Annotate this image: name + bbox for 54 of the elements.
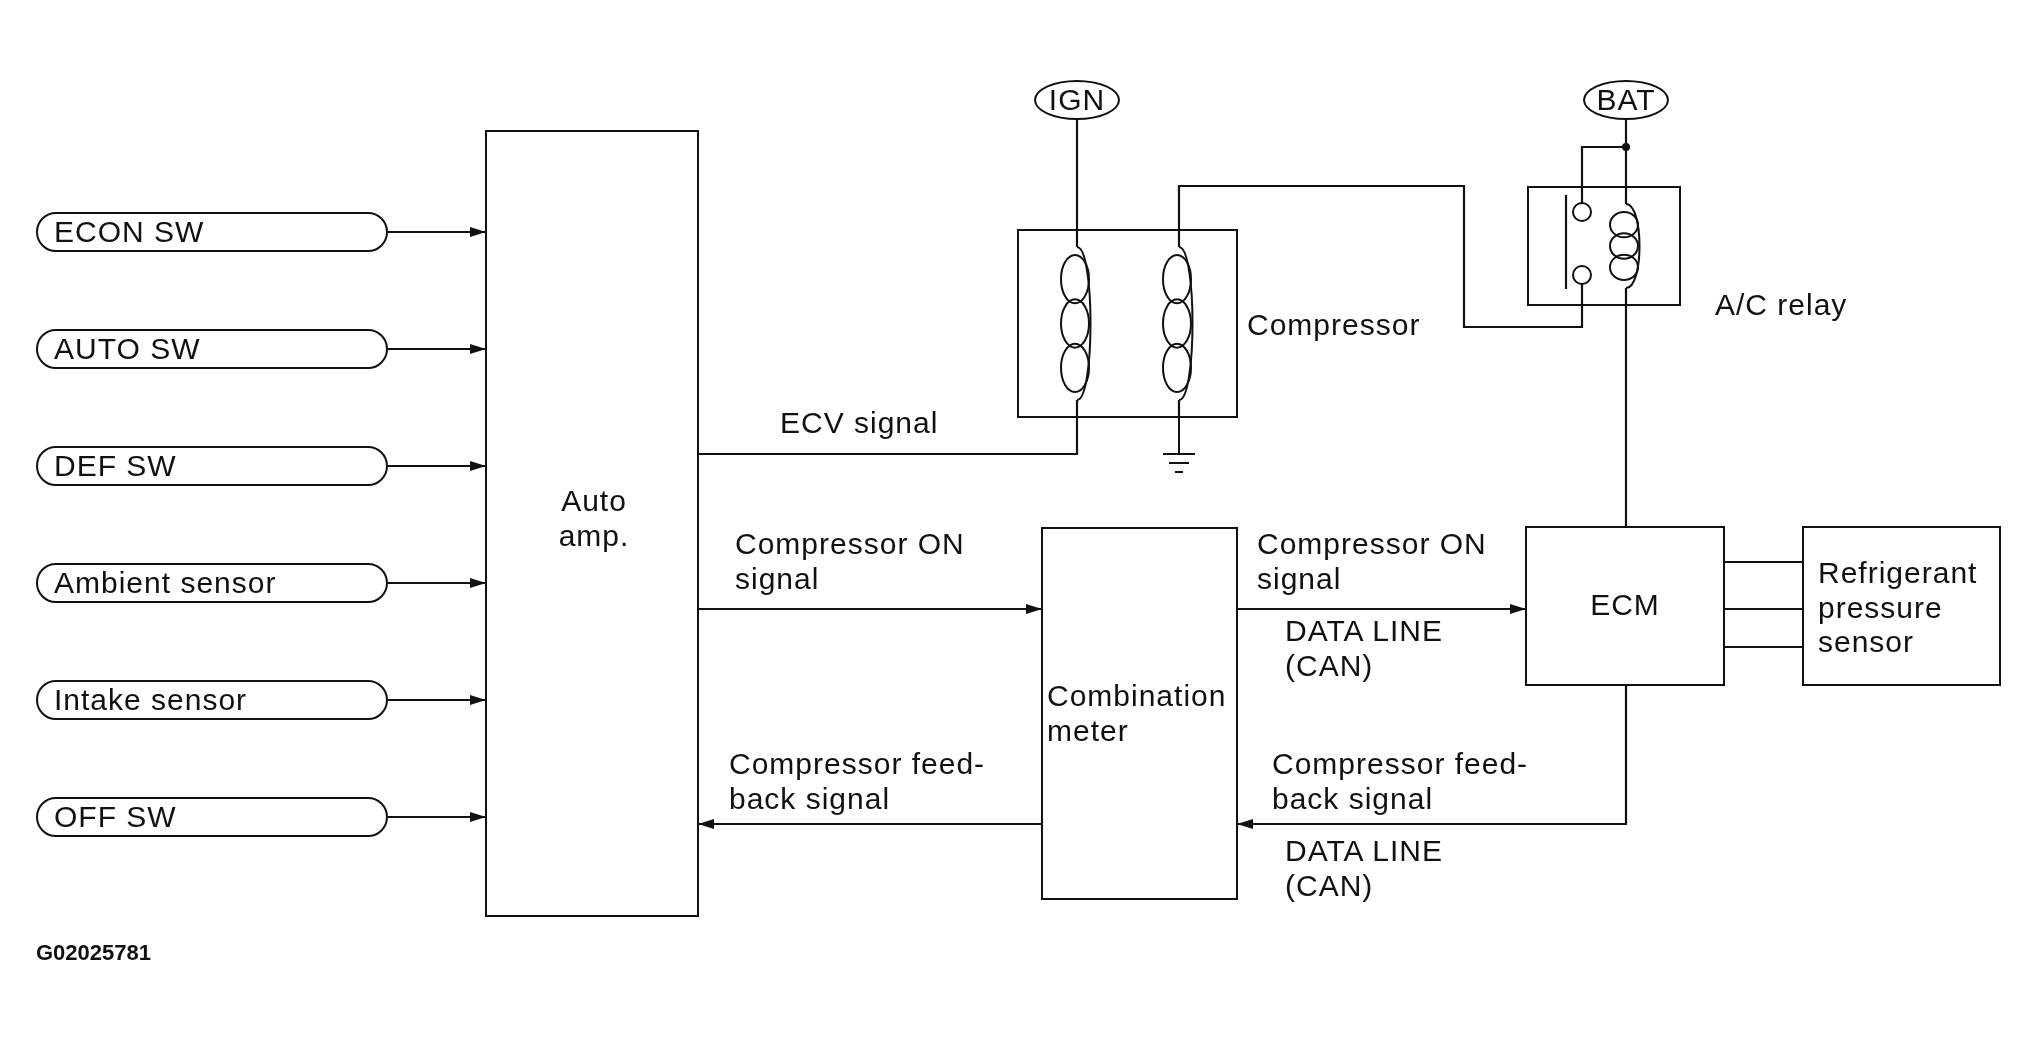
power-source-oval — [1583, 80, 1669, 120]
wire — [699, 418, 1079, 456]
input-pill — [36, 446, 388, 486]
input-pill — [36, 563, 388, 603]
input-pill — [36, 212, 388, 252]
component-label: A/C relay — [1715, 288, 1848, 323]
component-box — [1527, 186, 1681, 306]
component-box — [1017, 229, 1238, 418]
edge-label: Compressor feed-back signal — [1272, 747, 1530, 816]
node-label: Auto amp. — [557, 484, 631, 553]
wire — [1624, 306, 1628, 526]
arrow — [388, 227, 486, 237]
node-label: IGN — [1047, 83, 1107, 118]
node-label: AUTO SW — [54, 332, 201, 367]
component-box — [1525, 526, 1725, 686]
node-label: Refrigerant pressure sensor — [1818, 556, 1979, 660]
component-box — [1802, 526, 2001, 686]
wire — [1177, 184, 1584, 329]
component-box — [485, 130, 699, 917]
input-pill — [36, 680, 388, 720]
edge-label: Compressor ON signal — [1257, 527, 1488, 596]
edge-label: Compressor ON signal — [735, 527, 966, 596]
node-label: Combination meter — [1047, 679, 1228, 748]
wire — [1075, 120, 1079, 229]
node-label: ECON SW — [54, 215, 205, 250]
input-pill — [36, 797, 388, 837]
arrow — [388, 344, 486, 354]
edge-label: Compressor feed-back signal — [729, 747, 987, 816]
wire — [1624, 120, 1628, 186]
component-box — [1041, 527, 1238, 900]
input-pill — [36, 329, 388, 369]
arrow — [698, 819, 1041, 829]
node-label: Intake sensor — [54, 683, 248, 718]
bus-label: DATA LINE (CAN) — [1285, 614, 1444, 683]
node-label: ECM — [1589, 588, 1661, 623]
arrow — [388, 461, 486, 471]
power-source-oval — [1034, 80, 1120, 120]
node-label: OFF SW — [54, 800, 177, 835]
figure-id: G02025781 — [36, 940, 152, 966]
node-label: BAT — [1595, 83, 1657, 118]
arrow — [1237, 686, 1628, 829]
arrow — [699, 604, 1042, 614]
arrow — [388, 695, 486, 705]
arrow — [388, 812, 486, 822]
edge-label: ECV signal — [780, 406, 940, 441]
wire — [1725, 607, 1802, 611]
arrow — [1238, 604, 1526, 614]
wire — [1725, 560, 1802, 564]
arrow — [388, 578, 486, 588]
component-label: Compressor — [1247, 308, 1421, 343]
bus-label: DATA LINE (CAN) — [1285, 834, 1444, 903]
node-label: Ambient sensor — [54, 566, 277, 601]
node-label: DEF SW — [54, 449, 177, 484]
wire — [1725, 645, 1802, 649]
